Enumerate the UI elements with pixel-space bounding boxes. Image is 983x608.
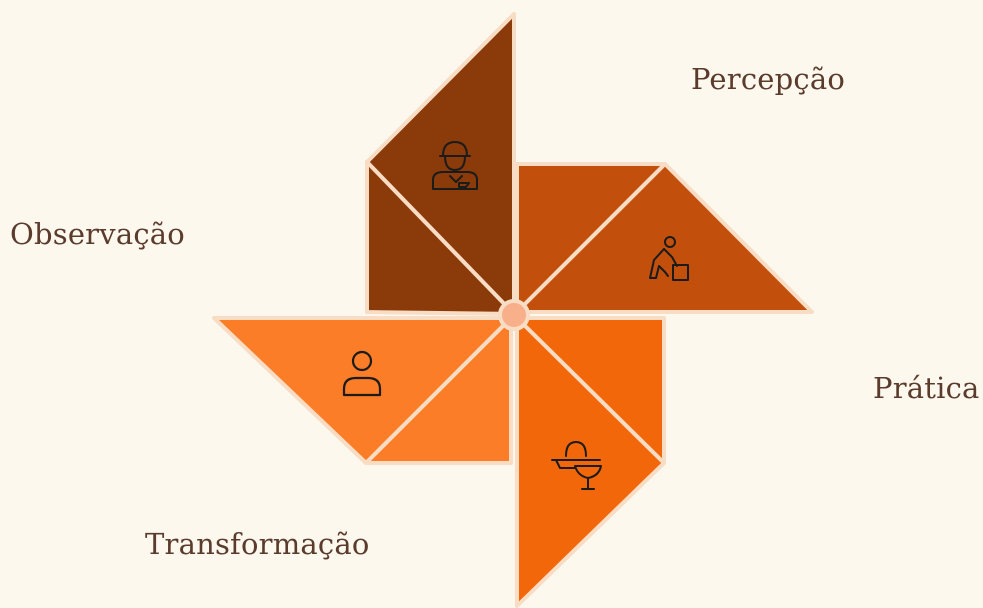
- blade-right-outer-triangle: [515, 162, 814, 314]
- person-lifting-box-icon: [649, 236, 689, 281]
- blade-top-inner-triangle: [365, 160, 516, 316]
- blade-left-inner-triangle: [364, 316, 513, 465]
- label-percepcao: Percepção: [691, 62, 845, 96]
- worker-with-cap-icon: [432, 141, 478, 190]
- blade-left: [212, 316, 513, 465]
- blade-bottom-outer-triangle: [515, 316, 666, 608]
- lab-bowl-icon: [551, 441, 602, 490]
- blade-top: [365, 12, 516, 316]
- label-pratica: Prática: [873, 371, 980, 405]
- label-observacao: Observação: [10, 217, 185, 251]
- label-transformacao: Transformação: [145, 527, 370, 561]
- blade-bottom: [515, 316, 666, 608]
- center-hub: [498, 299, 530, 331]
- blade-right: [515, 162, 814, 314]
- person-icon: [342, 350, 382, 397]
